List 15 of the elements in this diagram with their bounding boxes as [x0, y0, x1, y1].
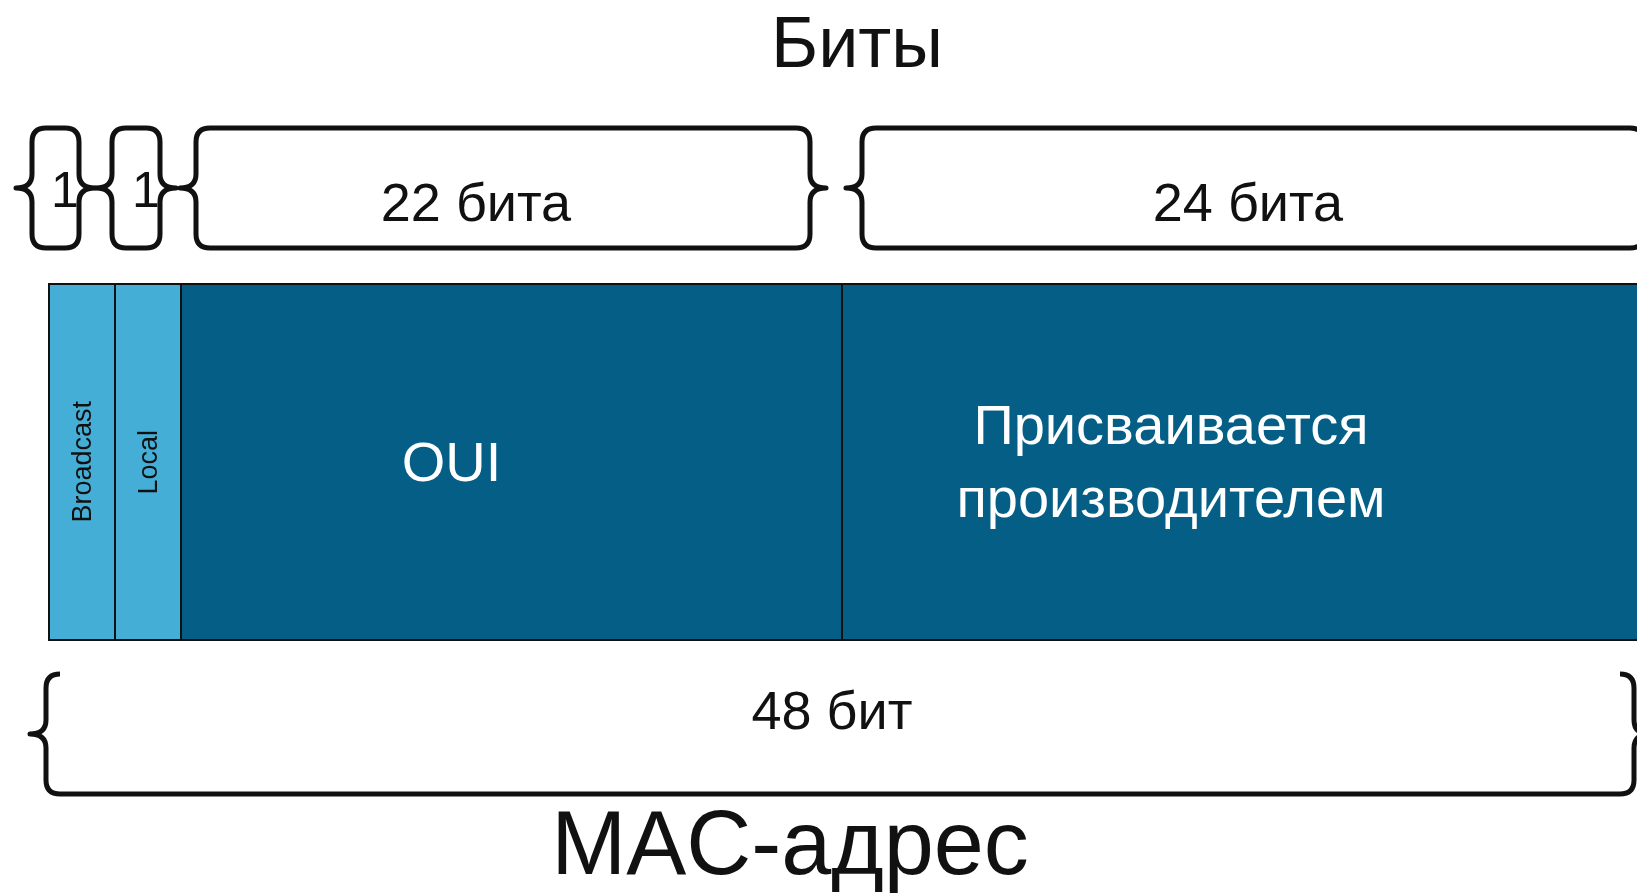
field-label: Broadcast: [66, 401, 98, 523]
field-label: Присваивается производителем: [955, 392, 1387, 531]
caption: MAC-адрес: [551, 791, 1029, 895]
bit-count-label: 1: [132, 161, 160, 219]
bit-count-label: 24 бита: [1152, 171, 1344, 233]
field-label: OUI: [401, 428, 502, 495]
bit-count-label: 1: [51, 161, 79, 219]
field-label: Local: [132, 429, 164, 495]
title: Биты: [770, 1, 944, 83]
bit-count-label: 48 бит: [751, 679, 913, 741]
address-field: [180, 283, 843, 641]
address-field: [841, 283, 1637, 641]
bit-count-label: 22 бита: [380, 171, 572, 233]
bit-field: [114, 283, 182, 641]
bit-field: [48, 283, 116, 641]
